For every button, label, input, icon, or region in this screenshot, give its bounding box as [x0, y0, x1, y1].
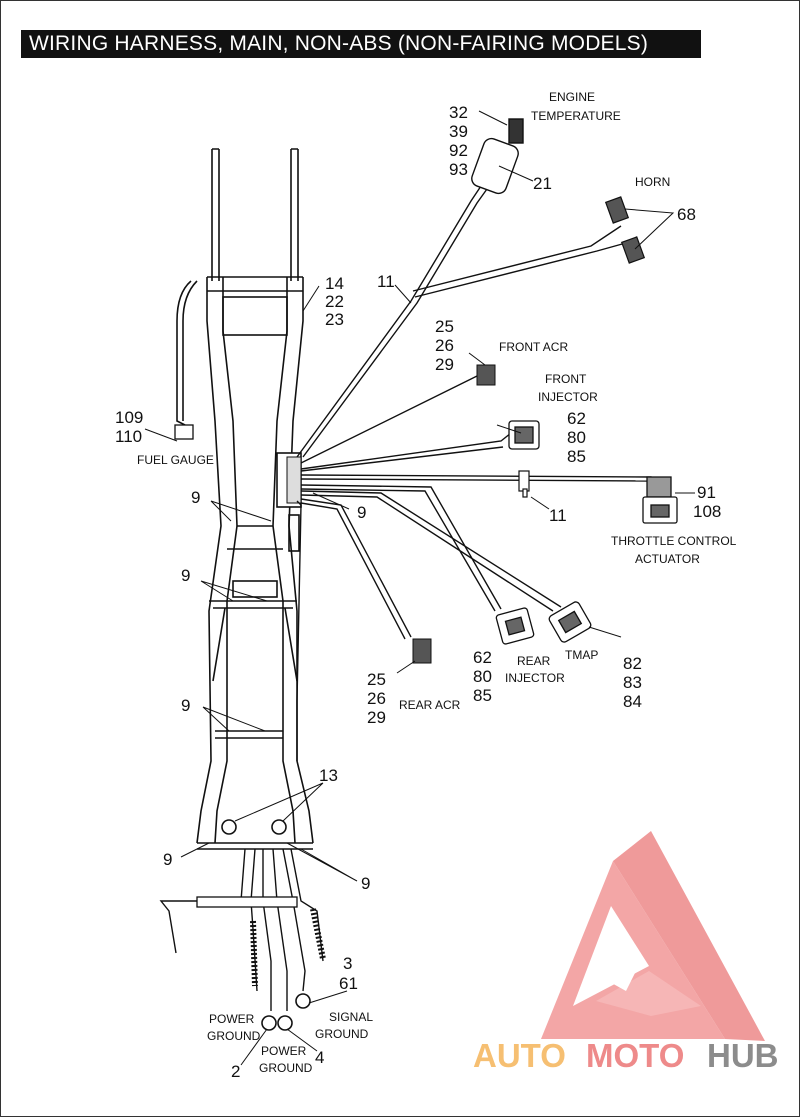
- callout-11-top: 11: [377, 272, 395, 291]
- callout-front-injector-62: 62: [567, 409, 586, 428]
- callout-front-injector-80: 80: [567, 428, 586, 447]
- rear-acr-connector: [412, 638, 432, 664]
- conduit-sleeves: [250, 908, 326, 987]
- label-signal: SIGNAL: [329, 1010, 373, 1024]
- label-horn: HORN: [635, 175, 670, 189]
- callout-2: 2: [231, 1062, 240, 1081]
- callout-9-d: 9: [181, 696, 190, 715]
- callout-9-f: 9: [361, 874, 370, 893]
- callout-frame-22: 22: [325, 292, 344, 311]
- callout-11-mid: 11: [549, 506, 567, 525]
- mid-clip: [518, 470, 530, 498]
- callout-engine-temp-39: 39: [449, 122, 468, 141]
- callout-9-a: 9: [191, 488, 200, 507]
- callout-engine-temp-92: 92: [449, 141, 468, 160]
- page-title: WIRING HARNESS, MAIN, NON-ABS (NON-FAIRI…: [21, 30, 701, 58]
- callout-signal-ground-3: 3: [343, 954, 352, 973]
- label-actuator: ACTUATOR: [635, 552, 700, 566]
- horn-connectors: [604, 196, 646, 264]
- label-temperature: TEMPERATURE: [531, 109, 621, 123]
- ground-leads: [159, 848, 324, 1011]
- callout-engine-temp-32: 32: [449, 103, 468, 122]
- callout-13: 13: [319, 766, 338, 785]
- callout-tca-108: 108: [693, 502, 721, 521]
- throttle-control-actuator: [642, 476, 678, 524]
- callout-front-acr-29: 29: [435, 355, 454, 374]
- callout-9-b: 9: [357, 503, 366, 522]
- callout-rear-injector-80: 80: [473, 667, 492, 686]
- callout-21: 21: [533, 174, 552, 193]
- callout-68: 68: [677, 205, 696, 224]
- power-ground-terminal-a: [261, 1015, 277, 1031]
- callout-rear-acr-29: 29: [367, 708, 386, 727]
- label-front-acr: FRONT ACR: [499, 340, 568, 354]
- watermark-text-hub: HUB: [707, 1037, 779, 1074]
- label-fuel-gauge: FUEL GAUGE: [137, 453, 214, 467]
- label-rear: REAR: [517, 654, 551, 668]
- callout-rear-acr-25: 25: [367, 670, 386, 689]
- motorcycle-frame: [176, 148, 314, 850]
- label-signal-ground: GROUND: [315, 1027, 369, 1041]
- callout-tca-91: 91: [697, 483, 716, 502]
- label-engine: ENGINE: [549, 90, 595, 104]
- watermark-text-auto: AUTO: [473, 1037, 566, 1074]
- engine-temp-sensor: [471, 118, 524, 195]
- callout-engine-temp-93: 93: [449, 160, 468, 179]
- label-power-ground-b: GROUND: [259, 1061, 313, 1075]
- callout-rear-acr-26: 26: [367, 689, 386, 708]
- tmap-sensor: [548, 601, 592, 643]
- callout-front-acr-26: 26: [435, 336, 454, 355]
- label-rear-acr: REAR ACR: [399, 698, 461, 712]
- power-ground-terminal-b: [277, 1015, 293, 1031]
- callout-front-injector-85: 85: [567, 447, 586, 466]
- callout-signal-ground-61: 61: [339, 974, 358, 993]
- callout-4: 4: [315, 1048, 324, 1067]
- leader-lines: [144, 110, 695, 1066]
- front-acr-connector: [476, 364, 496, 386]
- signal-ground-terminal: [295, 993, 311, 1009]
- label-injector-rear: INJECTOR: [505, 671, 565, 685]
- label-power-b: POWER: [261, 1044, 307, 1058]
- callout-rear-injector-85: 85: [473, 686, 492, 705]
- callout-rear-injector-62: 62: [473, 648, 492, 667]
- callout-front-acr-25: 25: [435, 317, 454, 336]
- harness-branches: [296, 185, 668, 761]
- callout-tmap-83: 83: [623, 673, 642, 692]
- callout-9-e: 9: [163, 850, 172, 869]
- callout-tmap-84: 84: [623, 692, 642, 711]
- callout-fuel-gauge-110: 110: [115, 427, 142, 446]
- watermark-logo: [541, 831, 765, 1041]
- callout-frame-14: 14: [325, 274, 344, 293]
- callout-frame-23: 23: [325, 310, 344, 329]
- rear-injector-connector: [495, 607, 535, 645]
- label-front: FRONT: [545, 372, 587, 386]
- callout-9-c: 9: [181, 566, 190, 585]
- label-injector-front: INJECTOR: [538, 390, 598, 404]
- front-injector-connector: [508, 420, 540, 450]
- callout-tmap-82: 82: [623, 654, 642, 673]
- watermark-text-moto: MOTO: [586, 1037, 684, 1074]
- callout-fuel-gauge-109: 109: [115, 408, 143, 427]
- label-tmap: TMAP: [565, 648, 598, 662]
- label-power-a: POWER: [209, 1012, 255, 1026]
- label-throttle-control: THROTTLE CONTROL: [611, 534, 737, 548]
- fuel-gauge-connector: [174, 424, 194, 440]
- label-power-ground-a: GROUND: [207, 1029, 261, 1043]
